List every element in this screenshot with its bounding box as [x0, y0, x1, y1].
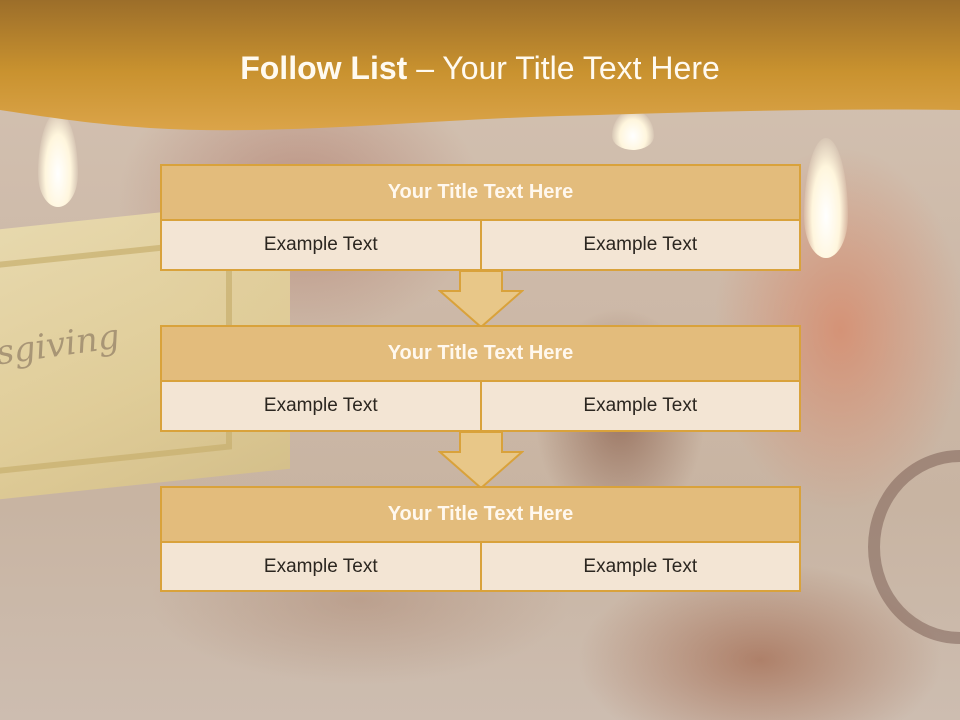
- slide-title: Follow List – Your Title Text Here: [0, 50, 960, 87]
- flow-cell-left: Example Text: [160, 543, 482, 592]
- flow-block-row: Example Text Example Text: [160, 221, 801, 271]
- flow-cell-right: Example Text: [481, 543, 801, 592]
- flow-block-2: Your Title Text Here Example Text Exampl…: [160, 325, 801, 432]
- slide-title-lead: Follow List: [240, 50, 408, 86]
- down-arrow-icon: [438, 432, 524, 490]
- flow-block-title: Your Title Text Here: [160, 164, 801, 221]
- flow-block-1: Your Title Text Here Example Text Exampl…: [160, 164, 801, 271]
- flow-cell-left: Example Text: [160, 382, 482, 432]
- slide-title-rest: – Your Title Text Here: [416, 50, 720, 86]
- glass-rim: [868, 450, 960, 644]
- candle-flame-left: [38, 112, 78, 207]
- flow-block-row: Example Text Example Text: [160, 543, 801, 592]
- candle-flame-right: [804, 138, 848, 258]
- flow-cell-right: Example Text: [481, 382, 801, 432]
- candle-flame-center: [612, 110, 654, 150]
- flow-cell-left: Example Text: [160, 221, 482, 271]
- down-arrow-icon: [438, 271, 524, 329]
- flow-block-title: Your Title Text Here: [160, 486, 801, 543]
- flow-block-3: Your Title Text Here Example Text Exampl…: [160, 486, 801, 592]
- flow-block-row: Example Text Example Text: [160, 382, 801, 432]
- flow-block-title: Your Title Text Here: [160, 325, 801, 382]
- header-band: [0, 0, 960, 131]
- flow-cell-right: Example Text: [481, 221, 801, 271]
